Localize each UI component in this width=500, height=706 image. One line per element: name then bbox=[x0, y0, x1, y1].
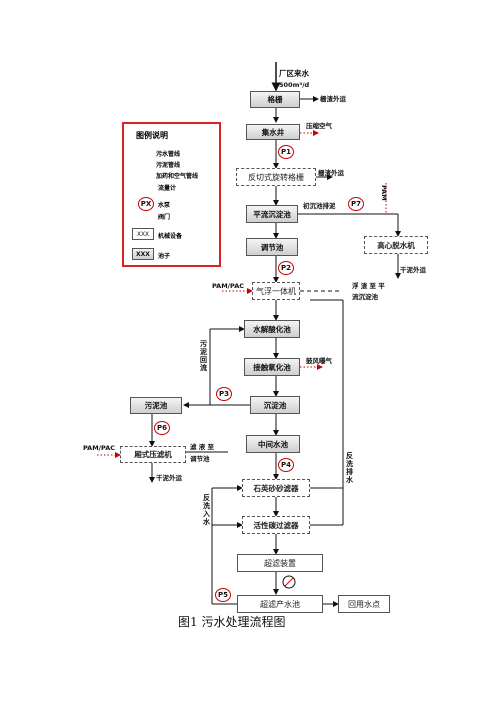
middle-tank-box: 中间水池 bbox=[246, 435, 300, 453]
compressed-air-label: 压缩空气 bbox=[306, 122, 332, 130]
inflow-label: 厂区来水 bbox=[279, 69, 309, 78]
pump-p4: P4 bbox=[278, 458, 294, 472]
legend-sewage-line: 污水管线 bbox=[156, 151, 181, 158]
filtrate-label: 滤 液 至 bbox=[190, 443, 215, 451]
regulating-tank-box: 调节池 bbox=[246, 238, 298, 256]
contact-oxidation-box: 接触氧化池 bbox=[244, 358, 300, 376]
flotation-machine-box: 气浮一体机 bbox=[252, 282, 300, 300]
pump-p5: P5 bbox=[215, 588, 231, 602]
grille-box: 格栅 bbox=[250, 91, 300, 108]
legend-title: 图例说明 bbox=[136, 131, 168, 140]
dry-sludge-label-2: 干泥外运 bbox=[156, 474, 182, 482]
figure-caption: 图1 污水处理流程图 bbox=[178, 615, 286, 629]
pump-p1: P1 bbox=[278, 145, 294, 159]
pam-label-top: PAM bbox=[380, 185, 388, 201]
uf-product-tank-box: 超滤产水池 bbox=[237, 595, 323, 613]
legend-tank: 池子 bbox=[158, 253, 171, 260]
sedimentation-tank-box: 沉淀池 bbox=[250, 396, 300, 414]
pump-p7: P7 bbox=[348, 197, 364, 211]
float-slag-label: 浮 渣 至 平 bbox=[352, 282, 385, 290]
collect-well-box: 集水井 bbox=[246, 124, 300, 140]
rotary-waste-label: 栅渣外运 bbox=[318, 169, 344, 177]
backwash-in-label: 反洗入水 bbox=[203, 494, 210, 526]
backwash-drain-label: 反洗排水 bbox=[346, 452, 353, 484]
initial-sludge-label: 初沉池排泥 bbox=[303, 202, 336, 210]
legend-panel: 图例说明 污水管线 污泥管线 加药和空气管线 流量计 PX 水泵 阀门 XXX … bbox=[122, 122, 221, 267]
legend-pump-icon: PX bbox=[138, 197, 154, 211]
carbon-filter-box: 活性碳过滤器 bbox=[242, 516, 310, 534]
blower-air-label: 鼓风曝气 bbox=[306, 357, 332, 365]
advection-tank-box: 平流沉淀池 bbox=[246, 205, 298, 223]
legend-sludge-line: 污泥管线 bbox=[156, 162, 181, 169]
quartz-filter-box: 石英砂砂滤器 bbox=[242, 479, 310, 497]
pump-p3: P3 bbox=[216, 387, 232, 401]
legend-pump: 水泵 bbox=[158, 202, 171, 209]
ultrafiltration-unit-box: 超滤装置 bbox=[237, 554, 323, 572]
legend-chem-air-line: 加药和空气管线 bbox=[156, 173, 199, 180]
legend-equipment: 机械设备 bbox=[158, 233, 183, 240]
legend-flowmeter: 流量计 bbox=[158, 185, 177, 192]
filtrate-label-2: 调节池 bbox=[190, 455, 210, 463]
reuse-point-box: 回用水点 bbox=[338, 595, 390, 613]
pampac-label-1: PAM/PAC bbox=[212, 282, 245, 290]
inflow-flow: 500m³/d bbox=[279, 81, 310, 89]
rotary-grille-box: 反切式旋转格栅 bbox=[236, 168, 316, 186]
hydrolysis-tank-box: 水解酸化池 bbox=[244, 320, 300, 338]
grille-waste-label: 栅渣外运 bbox=[320, 95, 346, 103]
legend-equipment-icon: XXX bbox=[132, 228, 154, 240]
sludge-return-label: 污泥回流 bbox=[200, 340, 207, 372]
filter-press-box: 厢式压滤机 bbox=[120, 446, 186, 463]
sludge-tank-box: 污泥池 bbox=[130, 397, 182, 414]
legend-tank-icon: XXX bbox=[132, 248, 154, 260]
float-slag-label-2: 流沉淀池 bbox=[352, 293, 378, 301]
pampac-label-2: PAM/PAC bbox=[83, 444, 116, 452]
centrifuge-box: 高心脱水机 bbox=[364, 236, 428, 254]
legend-valve: 阀门 bbox=[158, 214, 171, 221]
pump-p6: P6 bbox=[154, 421, 170, 435]
dry-sludge-label-1: 干泥外运 bbox=[400, 266, 426, 274]
pump-p2: P2 bbox=[278, 261, 294, 275]
